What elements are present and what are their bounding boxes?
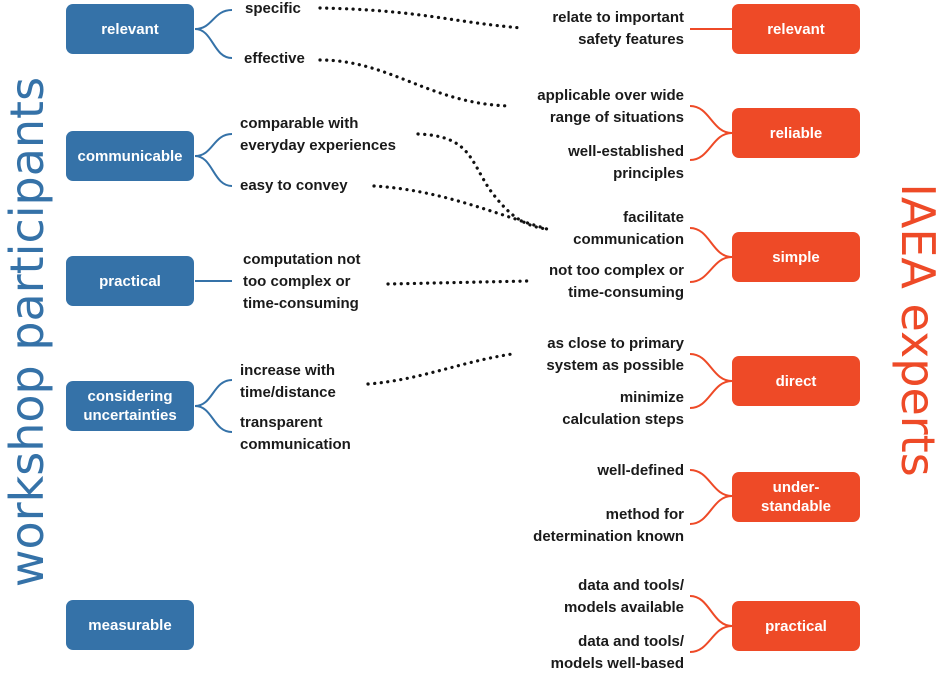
left-box-measurable: measurable	[66, 600, 194, 650]
right-item-close-to-primary: as close to primary system as possible	[546, 335, 684, 374]
left-item-comparable: comparable with everyday experiences	[240, 115, 396, 154]
left-item-effective: effective	[244, 50, 305, 67]
left-item-specific: specific	[245, 0, 301, 17]
branch-communicable	[194, 133, 233, 187]
dotted-easy-facilitate	[372, 184, 549, 231]
left-item-easy-to-convey: easy to convey	[240, 177, 348, 194]
branch-practical-right	[689, 595, 733, 653]
left-box-communicable: communicable	[66, 131, 194, 181]
left-item-computation: computation not too complex or time-cons…	[243, 251, 361, 312]
dotted-comparable-facilitate	[416, 132, 549, 231]
dotted-specific-safety	[318, 6, 524, 30]
right-box-relevant: relevant	[732, 4, 860, 54]
branch-uncertainties	[194, 379, 233, 433]
right-item-applicable: applicable over wide range of situations	[537, 87, 684, 126]
branch-understandable	[689, 469, 733, 525]
dotted-increase-close	[366, 352, 514, 386]
left-item-increase: increase with time/distance	[240, 362, 336, 401]
right-box-reliable: reliable	[732, 108, 860, 158]
left-box-relevant: relevant	[66, 4, 194, 54]
iaea-experts-label: IAEA experts	[891, 183, 941, 477]
right-box-direct: direct	[732, 356, 860, 406]
left-box-practical: practical	[66, 256, 194, 306]
right-item-well-defined: well-defined	[597, 462, 684, 479]
right-item-not-too-complex: not too complex or time-consuming	[549, 262, 684, 301]
right-item-facilitate: facilitate communication	[573, 209, 684, 248]
dotted-effective-applicable	[318, 58, 512, 108]
right-item-tools-available: data and tools/ models available	[563, 577, 684, 616]
branch-reliable	[689, 105, 733, 161]
branch-direct	[689, 353, 733, 409]
dotted-computation-notcomplex	[386, 279, 530, 286]
left-item-transparent: transparent communication	[240, 414, 351, 453]
branch-relevant-left	[194, 9, 233, 59]
left-box-considering-uncertainties: considering uncertainties	[66, 381, 194, 431]
right-item-minimize: minimize calculation steps	[562, 389, 684, 428]
branch-simple	[689, 227, 733, 283]
right-box-simple: simple	[732, 232, 860, 282]
right-item-established: well-established principles	[568, 143, 684, 182]
right-item-tools-well-based: data and tools/ models well-based	[550, 633, 684, 672]
right-box-practical: practical	[732, 601, 860, 651]
right-item-method: method for determination known	[533, 506, 684, 545]
right-box-understandable: under- standable	[732, 472, 860, 522]
right-item-safety: relate to important safety features	[552, 9, 684, 48]
workshop-participants-label: workshop participants	[0, 76, 54, 588]
